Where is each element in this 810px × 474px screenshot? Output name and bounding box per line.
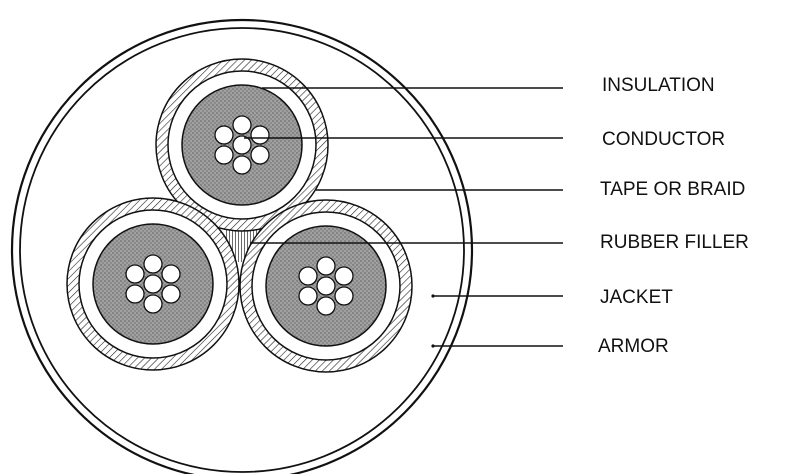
rubber-filler-label: RUBBER FILLER: [600, 232, 749, 253]
core-bottom-right: [239, 199, 413, 373]
tape-or-braid-label: TAPE OR BRAID: [600, 179, 745, 200]
jacket-leader-dot: [431, 294, 435, 298]
conductor-strands: [214, 115, 270, 175]
armor-leader-dot: [431, 344, 435, 348]
armor-label: ARMOR: [598, 336, 669, 357]
conductor-label: CONDUCTOR: [602, 129, 725, 150]
jacket-label: JACKET: [600, 287, 673, 308]
core-bottom-left: [66, 197, 240, 371]
insulation-label: INSULATION: [602, 75, 715, 96]
conductor-strands: [298, 256, 354, 316]
core-top: [155, 58, 329, 232]
conductor-strands: [125, 254, 181, 314]
